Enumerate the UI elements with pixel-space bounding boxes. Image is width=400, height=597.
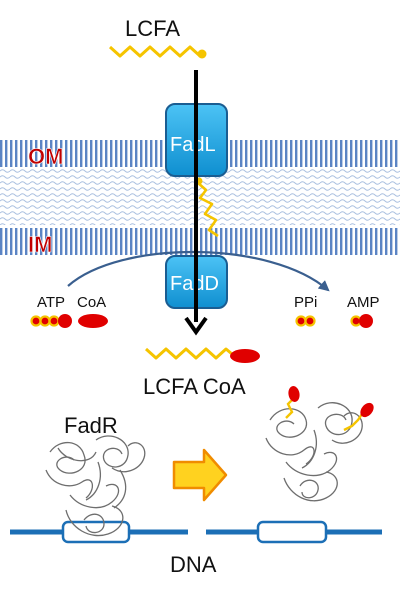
lcfa-headgroup-dot (197, 49, 207, 59)
state-change-arrow (172, 448, 228, 502)
lcfa-label: LCFA (125, 16, 180, 41)
ppi-molecule-icon (295, 315, 316, 327)
coa-label: CoA (77, 294, 106, 311)
acyl-coa-bound-right (343, 402, 374, 432)
amp-label: AMP (347, 294, 380, 311)
transport-arrow (184, 70, 208, 336)
ppi-label: PPi (294, 294, 317, 311)
fadr-unbound-structure-icon (45, 435, 146, 537)
fadl-label: FadL (170, 134, 216, 156)
inner-membrane-label: IM (28, 232, 52, 257)
dna-strand-right (206, 520, 382, 544)
dna-label: DNA (170, 552, 217, 577)
atp-label: ATP (37, 294, 65, 311)
coa-molecule-icon (78, 314, 108, 328)
lcfa-chain-top (108, 45, 207, 59)
outer-membrane-label: OM (28, 144, 63, 169)
acyl-coa-bound-left (285, 386, 300, 419)
inner-membrane (0, 228, 400, 255)
amp-molecule-icon (350, 314, 373, 328)
fadr-bound-structure-icon (265, 402, 363, 502)
lcfa-chain-periplasm (196, 181, 219, 238)
lcfa-coa-molecule (144, 347, 260, 363)
fadr-label: FadR (64, 413, 118, 438)
lcfa-coa-label: LCFA CoA (143, 374, 246, 399)
atp-molecule-icon (30, 314, 72, 328)
